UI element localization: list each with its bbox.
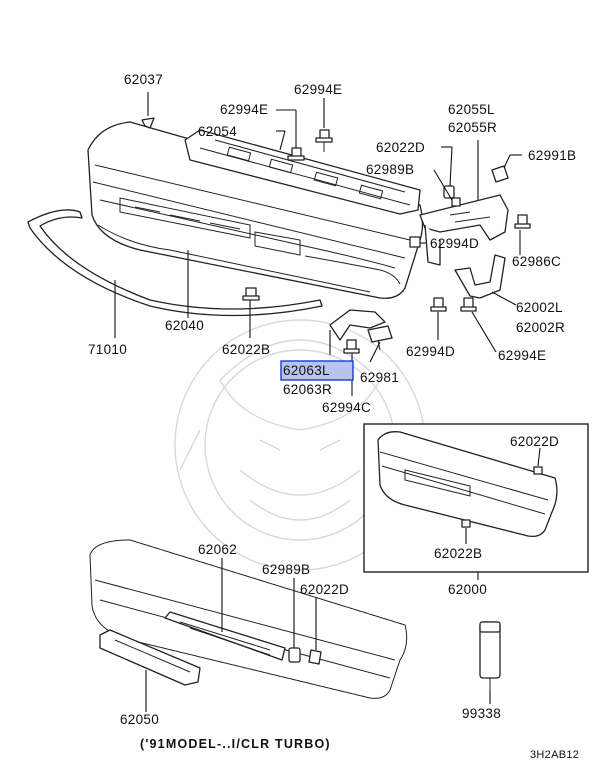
label-62994e-b[interactable]: 62994E bbox=[294, 82, 342, 97]
label-62055l[interactable]: 62055L bbox=[448, 102, 495, 117]
molding-71010 bbox=[27, 209, 323, 317]
bolt-62994c bbox=[343, 339, 360, 354]
label-62022d-b[interactable]: 62022D bbox=[510, 434, 559, 449]
clip-62991b bbox=[491, 165, 509, 183]
label-62063r[interactable]: 62063R bbox=[283, 382, 332, 397]
paint-bottle-99338 bbox=[479, 621, 501, 690]
label-62994d-b[interactable]: 62994D bbox=[406, 344, 455, 359]
screw-62986c bbox=[514, 214, 531, 229]
label-62000[interactable]: 62000 bbox=[448, 582, 487, 597]
leader-lines bbox=[114, 92, 541, 712]
clip-62022d-c bbox=[308, 649, 322, 665]
label-62050[interactable]: 62050 bbox=[120, 712, 159, 727]
reinforcement-62054 bbox=[184, 129, 421, 215]
side-bracket-62055 bbox=[419, 194, 509, 266]
label-62063l[interactable]: 62063L bbox=[283, 363, 330, 378]
highlight-62063l bbox=[280, 360, 354, 381]
label-71010[interactable]: 71010 bbox=[88, 342, 127, 357]
clip-62022b-a bbox=[242, 287, 260, 301]
label-62040[interactable]: 62040 bbox=[165, 318, 204, 333]
inset-62000 bbox=[363, 423, 589, 573]
label-62054[interactable]: 62054 bbox=[198, 124, 237, 139]
grille-62062 bbox=[164, 611, 286, 661]
label-62002r[interactable]: 62002R bbox=[516, 320, 565, 335]
bolt-62981 bbox=[367, 325, 393, 351]
label-62022b-a[interactable]: 62022B bbox=[222, 342, 270, 357]
label-62986c[interactable]: 62986C bbox=[512, 254, 561, 269]
label-62994e-c[interactable]: 62994E bbox=[498, 348, 546, 363]
reference-code: 3H2AB12 bbox=[530, 749, 579, 761]
label-62037[interactable]: 62037 bbox=[124, 72, 163, 87]
clip-62989b-b bbox=[288, 647, 301, 663]
lower-cover-62050 bbox=[89, 539, 408, 699]
label-62055r[interactable]: 62055R bbox=[448, 120, 497, 135]
label-62989b-a[interactable]: 62989B bbox=[366, 162, 414, 177]
bumper-cover-62040 bbox=[87, 121, 424, 299]
label-62062[interactable]: 62062 bbox=[198, 542, 237, 557]
label-62994e-a[interactable]: 62994E bbox=[220, 102, 268, 117]
label-99338[interactable]: 99338 bbox=[462, 706, 501, 721]
label-62022d-c[interactable]: 62022D bbox=[300, 582, 349, 597]
lower-bracket-62002 bbox=[454, 254, 506, 299]
label-62022d-a[interactable]: 62022D bbox=[376, 140, 425, 155]
clip-62022d-a bbox=[443, 185, 455, 199]
bolt-62994d-b bbox=[430, 297, 447, 312]
watermark-emblem bbox=[174, 319, 426, 571]
nut-62994d-a bbox=[409, 236, 421, 248]
bolt-62994e-c bbox=[460, 297, 477, 312]
model-note: ('91MODEL-..I/CLR TURBO) bbox=[140, 737, 331, 751]
fastener-62037 bbox=[141, 117, 155, 129]
label-62989b-b[interactable]: 62989B bbox=[262, 562, 310, 577]
label-62994d-a[interactable]: 62994D bbox=[430, 236, 479, 251]
label-62991b[interactable]: 62991B bbox=[528, 148, 576, 163]
label-62002l[interactable]: 62002L bbox=[516, 300, 563, 315]
label-62994c[interactable]: 62994C bbox=[322, 400, 371, 415]
label-62981[interactable]: 62981 bbox=[360, 370, 399, 385]
stay-62063 bbox=[329, 309, 386, 341]
part-labels: 62037 62994E 62994E 62054 62022D 62989B … bbox=[88, 72, 576, 727]
label-62022b-b[interactable]: 62022B bbox=[434, 546, 482, 561]
bolt-62994e-b bbox=[315, 129, 333, 152]
clip-62989b-a bbox=[451, 197, 461, 207]
